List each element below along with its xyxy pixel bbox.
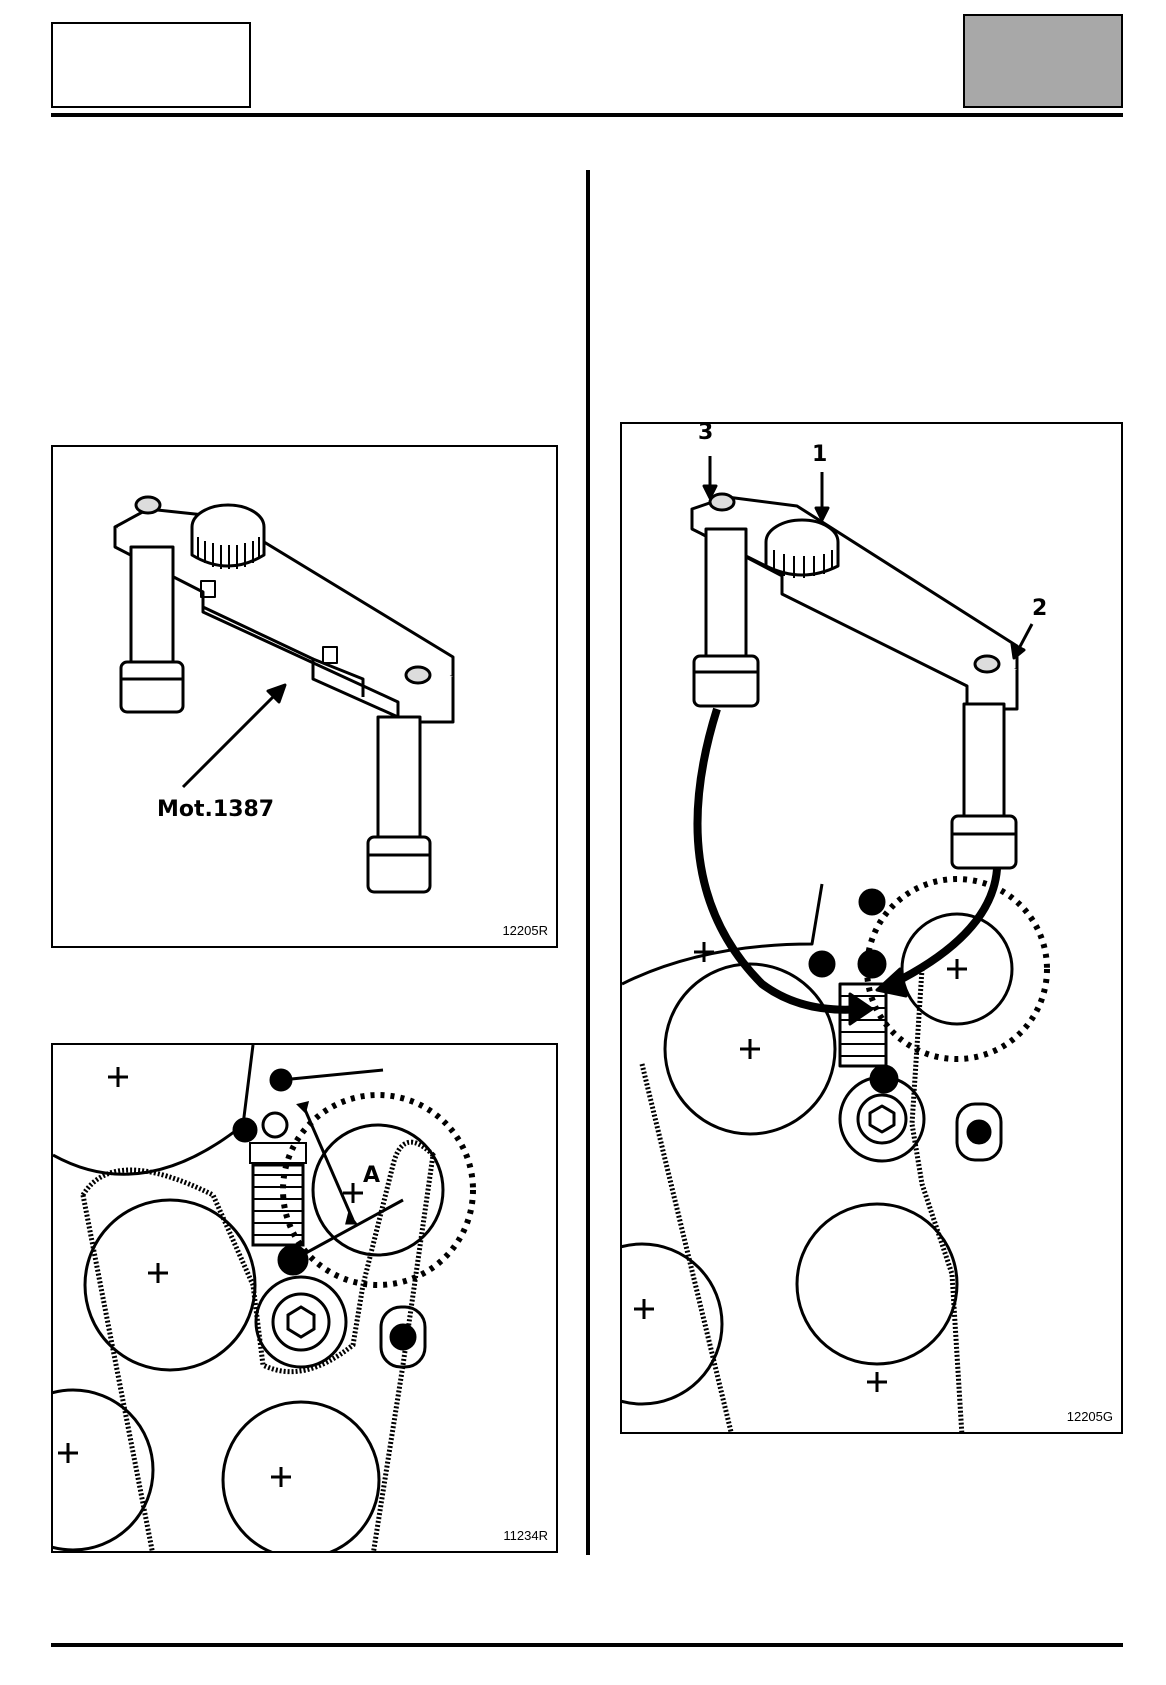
callout-2: 2 bbox=[1032, 596, 1048, 621]
column-divider bbox=[586, 170, 590, 1555]
footer-rule bbox=[51, 1643, 1123, 1647]
figure-belt-tensioner: A 11234R bbox=[51, 1043, 558, 1553]
tool-label: Mot.1387 bbox=[157, 797, 275, 822]
engine-belt-illustration bbox=[53, 1045, 476, 1551]
tool-fitting-illustration bbox=[622, 456, 1050, 1432]
tool-illustration bbox=[113, 495, 455, 894]
header-rule bbox=[51, 113, 1123, 117]
callout-3: 3 bbox=[698, 422, 714, 445]
header-box-left bbox=[51, 22, 251, 108]
callout-1: 1 bbox=[812, 442, 828, 467]
header-box-right bbox=[963, 14, 1123, 108]
dimension-label-a: A bbox=[363, 1163, 381, 1188]
figure-ref: 12205R bbox=[502, 923, 548, 938]
figure-ref: 12205G bbox=[1066, 1409, 1113, 1424]
figure-ref: 11234R bbox=[503, 1528, 548, 1543]
figure-tool-fitting: 3 1 2 12205G bbox=[620, 422, 1123, 1434]
figure-tool-mot1387: Mot.1387 12205R bbox=[51, 445, 558, 948]
